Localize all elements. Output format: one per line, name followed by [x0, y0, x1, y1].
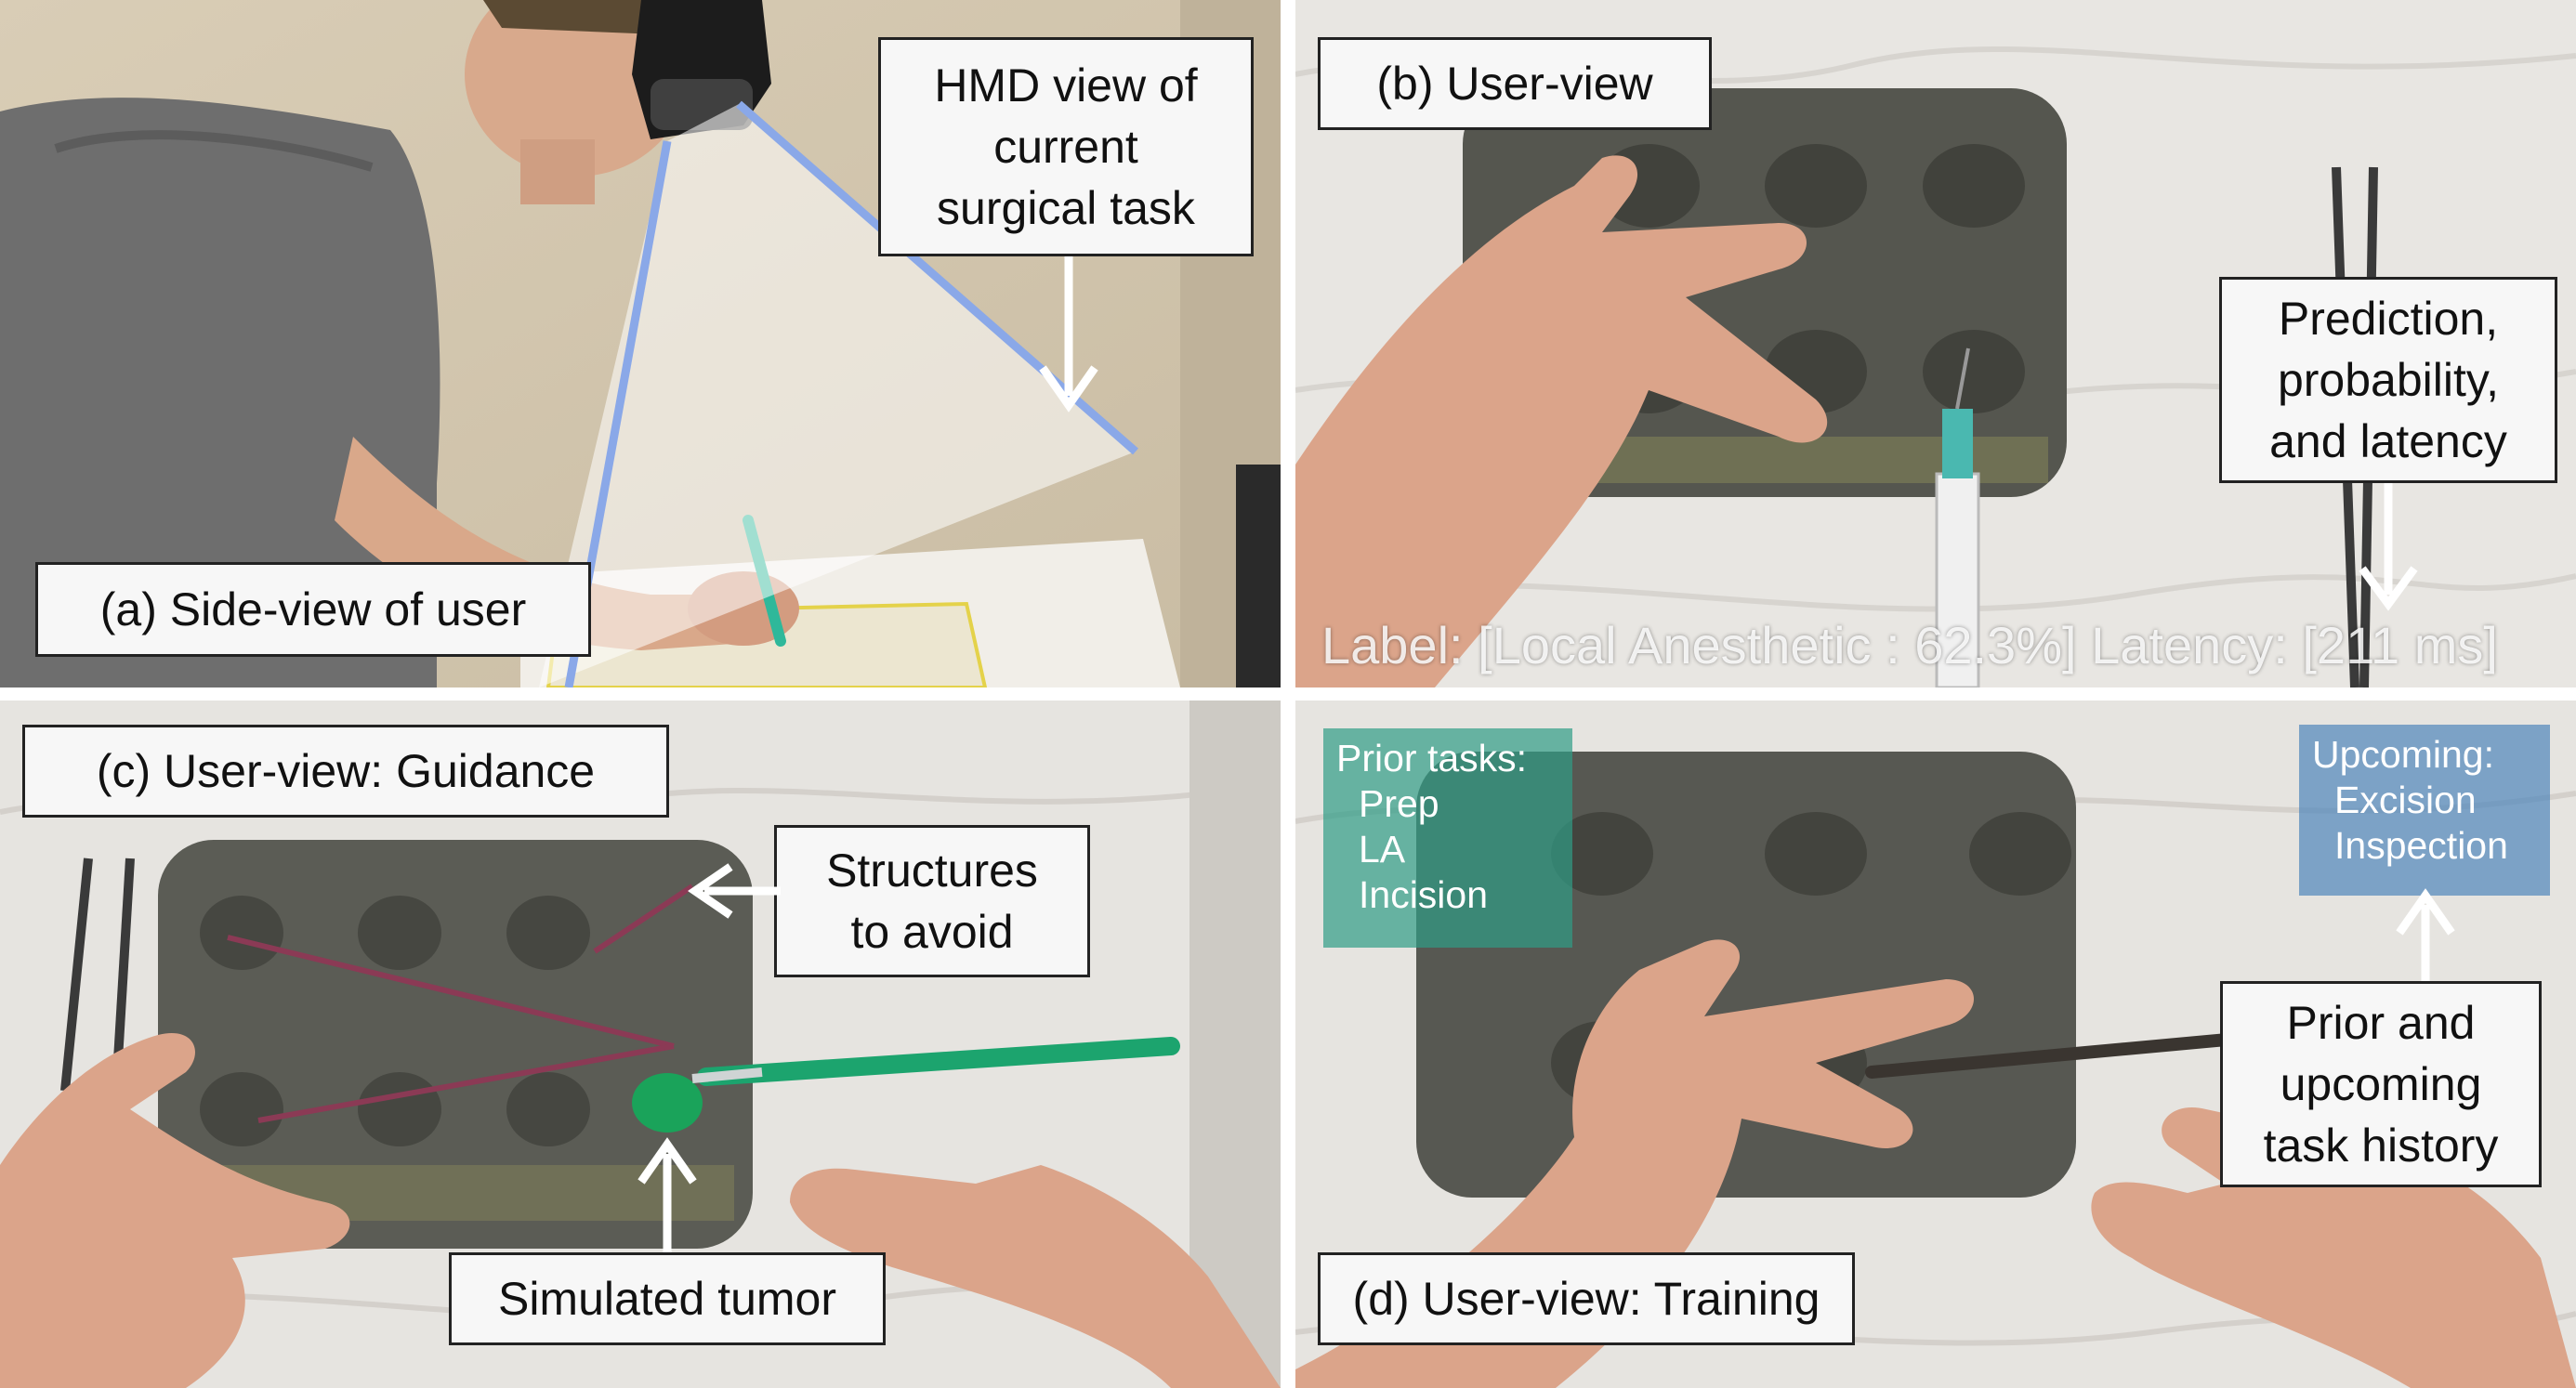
tumor-arrow: [637, 1137, 697, 1252]
panel-d-label: (d) User-view: Training: [1318, 1252, 1855, 1345]
hmd-callout-line-1: HMD view of: [934, 59, 1198, 111]
panel-b-label: (b) User-view: [1318, 37, 1712, 130]
prior-tasks-panel: Prior tasks: Prep LA Incision: [1323, 728, 1572, 948]
structures-callout: Structures to avoid: [774, 825, 1090, 977]
prior-task-item: LA: [1359, 828, 1406, 871]
prediction-callout-line-2: probability,: [2277, 354, 2500, 406]
prediction-callout: Prediction, probability, and latency: [2219, 277, 2557, 483]
structures-callout-line-2: to avoid: [850, 906, 1014, 958]
upcoming-task-item: Inspection: [2334, 824, 2508, 867]
prediction-arrow: [2359, 483, 2418, 611]
panel-c-label: (c) User-view: Guidance: [22, 725, 669, 818]
upcoming-tasks-panel: Upcoming: Excision Inspection: [2299, 725, 2550, 896]
history-callout-line-2: upcoming: [2280, 1058, 2482, 1110]
panel-c-guidance: (c) User-view: Guidance Structures to av…: [0, 701, 1281, 1388]
history-callout-line-3: task history: [2263, 1120, 2499, 1172]
hmd-callout-line-2: current: [993, 121, 1138, 173]
hmd-arrow: [1039, 256, 1098, 412]
hmd-view-callout: HMD view of current surgical task: [878, 37, 1254, 256]
prediction-callout-line-1: Prediction,: [2278, 293, 2499, 345]
prediction-overlay: Label: [Local Anesthetic : 62.3%] Latenc…: [1321, 616, 2498, 674]
upcoming-task-item: Excision: [2334, 779, 2477, 821]
structures-arrow: [688, 863, 781, 919]
upcoming-tasks-title: Upcoming:: [2312, 733, 2494, 776]
tumor-callout: Simulated tumor: [449, 1252, 886, 1345]
prior-task-item: Incision: [1359, 873, 1489, 916]
structures-callout-line-1: Structures: [826, 845, 1038, 897]
panel-d-training: Prior tasks: Prep LA Incision Upcoming: …: [1295, 701, 2576, 1388]
panel-b-user-view: (b) User-view Prediction, probability, a…: [1295, 0, 2576, 687]
prior-tasks-title: Prior tasks:: [1336, 737, 1528, 779]
prior-task-item: Prep: [1359, 782, 1439, 825]
panel-a-label: (a) Side-view of user: [35, 562, 591, 657]
prediction-callout-line-3: and latency: [2269, 415, 2507, 467]
hmd-callout-line-3: surgical task: [937, 182, 1195, 234]
history-callout-line-1: Prior and: [2286, 997, 2476, 1049]
history-callout: Prior and upcoming task history: [2220, 981, 2542, 1187]
panel-a-side-view: HMD view of current surgical task (a) Si…: [0, 0, 1281, 687]
